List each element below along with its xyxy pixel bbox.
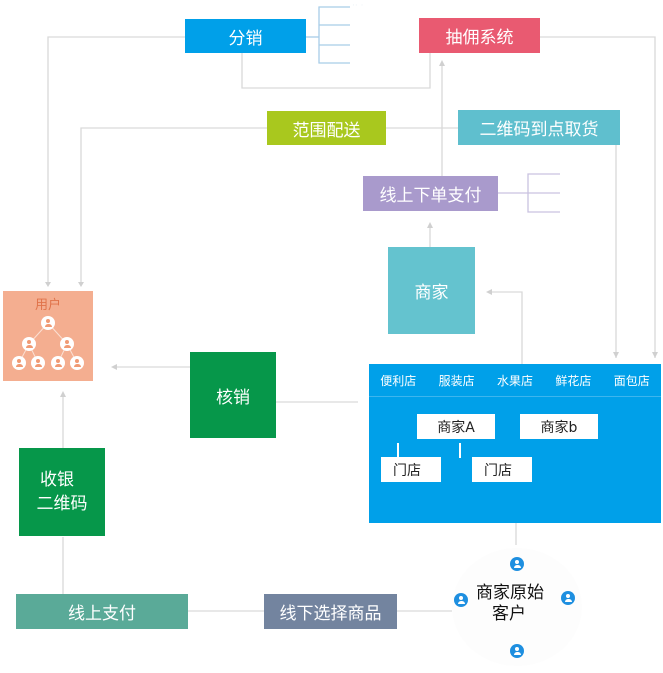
user-group-title: 用户 bbox=[34, 298, 61, 313]
qr-pickup-label: 二维码到点取货 bbox=[479, 120, 599, 140]
arrow-heads bbox=[45, 60, 658, 397]
cashier-qr-node[interactable]: 收银 二维码 bbox=[19, 448, 105, 536]
original-customer-cluster[interactable]: 商家原始 客户 bbox=[452, 548, 582, 666]
verification-label: 核销 bbox=[216, 387, 250, 408]
store-category-tabs: 便利店 服装店 水果店 鲜花店 面包店 bbox=[369, 364, 661, 397]
online-payment-label: 线上支付 bbox=[68, 604, 136, 624]
fenxiao-sub-label: ·· · bbox=[352, 1, 364, 11]
online-order-node[interactable]: 线上下单支付 bbox=[363, 176, 498, 211]
commission-system-node[interactable]: 抽佣系统 bbox=[419, 18, 540, 53]
customer-icon bbox=[454, 593, 468, 607]
merchant-store-links bbox=[397, 443, 461, 458]
merchant-label: 商家 bbox=[414, 283, 449, 303]
customer-icon bbox=[510, 557, 524, 571]
order-branch-lines bbox=[498, 173, 560, 213]
merchant-node[interactable]: 商家 bbox=[388, 247, 475, 334]
verification-node[interactable]: 核销 bbox=[190, 352, 276, 438]
connector-chouyong-panel bbox=[540, 36, 656, 358]
user-icon bbox=[70, 356, 84, 370]
offline-select-label: 线下选择商品 bbox=[279, 604, 382, 624]
range-delivery-node[interactable]: 范围配送 bbox=[267, 111, 386, 145]
user-icon bbox=[31, 356, 45, 370]
merchant-a-box[interactable]: 商家A bbox=[417, 414, 495, 439]
store-box-2[interactable]: 门店 bbox=[472, 457, 532, 482]
merchant-b-label: 商家b bbox=[540, 419, 578, 436]
cashier-qr-label-line2: 二维码 bbox=[36, 494, 88, 514]
cashier-qr-label-line1: 收银 bbox=[40, 470, 74, 490]
merchant-a-label: 商家A bbox=[437, 419, 475, 436]
connector-delivery-user bbox=[80, 127, 267, 282]
category-convenience[interactable]: 便利店 bbox=[380, 373, 417, 388]
store-label-2: 门店 bbox=[484, 462, 512, 479]
connector-fenxiao-chouyong bbox=[241, 53, 431, 89]
customer-label-line1: 商家原始 bbox=[476, 583, 544, 603]
category-fruit[interactable]: 水果店 bbox=[496, 373, 533, 388]
user-icon bbox=[22, 337, 36, 351]
distribution-label: 分销 bbox=[228, 28, 263, 49]
merchant-b-box[interactable]: 商家b bbox=[520, 414, 598, 439]
online-payment-node[interactable]: 线上支付 bbox=[16, 594, 188, 629]
category-bakery[interactable]: 面包店 bbox=[613, 373, 650, 388]
user-icon bbox=[60, 337, 74, 351]
customer-icon bbox=[510, 644, 524, 658]
offline-select-node[interactable]: 线下选择商品 bbox=[264, 594, 397, 629]
qr-pickup-node[interactable]: 二维码到点取货 bbox=[458, 110, 620, 145]
connector-panel-merchant bbox=[488, 291, 523, 364]
store-category-panel: 便利店 服装店 水果店 鲜花店 面包店 商家A 商家b 门店 门店 bbox=[369, 364, 661, 523]
user-icon bbox=[12, 356, 26, 370]
customer-label-line2: 客户 bbox=[492, 604, 526, 624]
user-group-node[interactable]: 用户 bbox=[3, 291, 93, 381]
connector-fenxiao-user bbox=[47, 36, 185, 282]
store-box-1[interactable]: 门店 bbox=[381, 457, 441, 482]
distribution-node[interactable]: 分销 bbox=[185, 19, 306, 53]
user-icon bbox=[51, 356, 65, 370]
commission-system-label: 抽佣系统 bbox=[445, 28, 514, 48]
user-icon bbox=[41, 316, 55, 330]
customer-cluster-label: 商家原始 客户 bbox=[476, 583, 544, 625]
store-label-1: 门店 bbox=[393, 462, 421, 479]
fenxiao-branch-lines bbox=[306, 6, 350, 64]
range-delivery-label: 范围配送 bbox=[292, 120, 361, 141]
category-flower[interactable]: 鲜花店 bbox=[555, 373, 592, 388]
online-order-label: 线上下单支付 bbox=[379, 186, 482, 206]
customer-icon bbox=[561, 591, 575, 605]
category-clothing[interactable]: 服装店 bbox=[438, 373, 475, 388]
